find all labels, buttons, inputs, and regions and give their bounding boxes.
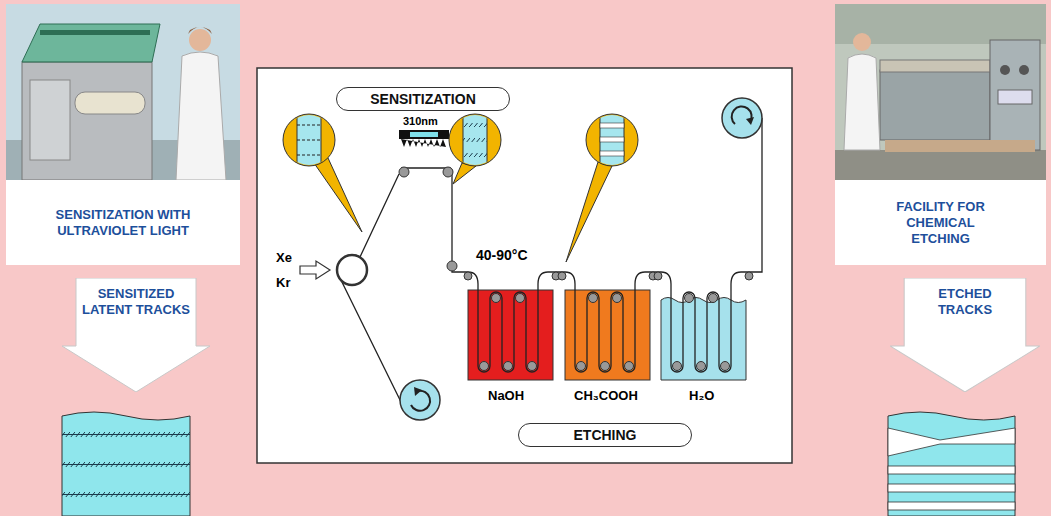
bath-label: NaOH: [488, 388, 524, 403]
caption-text: ETCHED TRACKS: [915, 286, 1015, 318]
wavelength-label: 310nm: [403, 115, 438, 127]
film-path: [337, 118, 762, 404]
process-panel: [257, 68, 792, 463]
arrow-box: SENSITIZED LATENT TRACKS: [62, 278, 210, 392]
photo-sensitization: [6, 4, 240, 180]
film-rollers: [399, 167, 753, 280]
stage-pill: ETCHING: [518, 423, 692, 447]
stage-title: SENSITIZATION: [370, 91, 476, 107]
caption-text: SENSITIZATION WITH ULTRAVIOLET LIGHT: [53, 207, 193, 239]
stage-pill: SENSITIZATION: [336, 87, 510, 111]
caption-box: FACILITY FOR CHEMICAL ETCHING: [835, 180, 1046, 265]
arrow-box: ETCHED TRACKS: [890, 278, 1040, 392]
caption-text: FACILITY FOR CHEMICAL ETCHING: [891, 199, 991, 247]
latent-track-film: [62, 412, 190, 516]
photo-etching-facility: [835, 4, 1046, 180]
etched-track-film: [888, 412, 1015, 516]
bath-label: H₂O: [689, 388, 714, 403]
ion-label: Xe: [276, 250, 292, 265]
temperature-label: 40-90°C: [476, 247, 528, 263]
bath-label: CH₃COOH: [574, 388, 638, 403]
caption-text: SENSITIZED LATENT TRACKS: [80, 286, 192, 318]
caption-box: SENSITIZATION WITH ULTRAVIOLET LIGHT: [6, 180, 240, 265]
stage-title: ETCHING: [574, 427, 637, 443]
ion-label: Kr: [276, 275, 290, 290]
